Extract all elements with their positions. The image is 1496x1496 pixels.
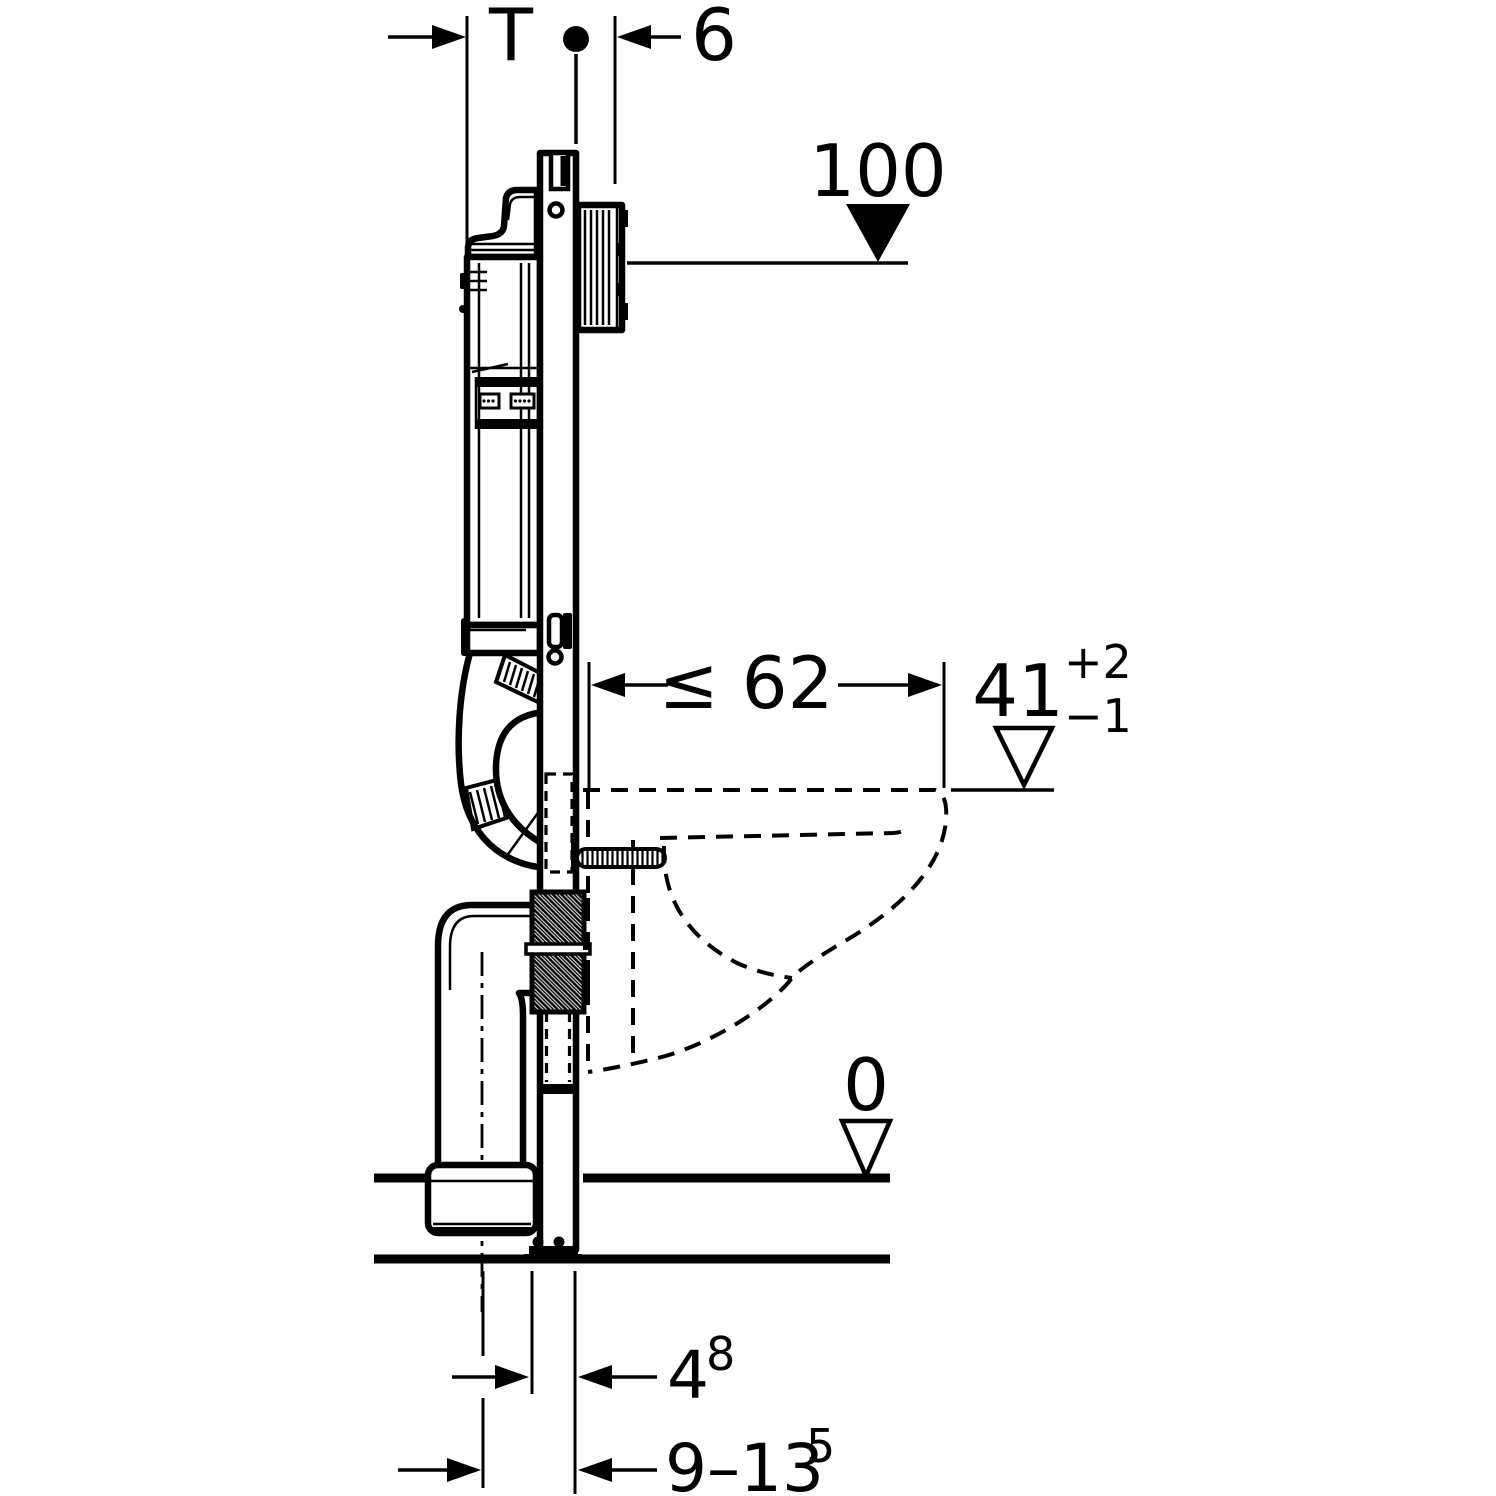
mounting-bracket bbox=[474, 377, 540, 429]
bowl-inner-rim bbox=[659, 825, 911, 840]
rail-mid-slot-bar bbox=[563, 613, 572, 649]
rail-joint-band bbox=[538, 1084, 578, 1094]
foot-plate bbox=[529, 1246, 578, 1256]
wc-bowl-dashed-outline bbox=[583, 788, 949, 1074]
connector-tab bbox=[583, 898, 590, 914]
foot-base bbox=[524, 1254, 582, 1259]
socket-bottom-band bbox=[431, 1227, 533, 1233]
elbow-outer-edge bbox=[434, 901, 532, 1165]
label-max-depth: ≤ 62 bbox=[659, 641, 834, 725]
flush-plate-protection-box bbox=[574, 201, 628, 334]
bracket-hole bbox=[491, 399, 495, 403]
dim-arrow-left-icon bbox=[591, 673, 625, 697]
bracket-hole bbox=[522, 399, 527, 403]
bracket-slot-right bbox=[509, 392, 536, 410]
label-floor-zero: 0 bbox=[843, 1043, 889, 1127]
bracket-hole bbox=[486, 399, 491, 403]
flush-bend-pipe bbox=[455, 652, 547, 872]
threaded-rod bbox=[571, 843, 667, 873]
filled-triangle-marker-icon bbox=[846, 204, 910, 262]
flush-bend-corrugation-lower bbox=[463, 777, 509, 832]
reference-dot bbox=[563, 26, 589, 52]
connector-clamp bbox=[524, 942, 592, 956]
label-pipe-range: 9–13 bbox=[665, 1430, 824, 1496]
foot-screw bbox=[553, 1236, 565, 1248]
rail-mid-hole bbox=[546, 648, 564, 666]
bracket-hole bbox=[513, 399, 518, 403]
dimension-pipe-range: 9–13 5 bbox=[398, 1419, 835, 1496]
rail-mid-slot bbox=[546, 612, 565, 650]
open-triangle-marker-icon bbox=[992, 725, 1056, 791]
bracket-band-top bbox=[475, 377, 540, 387]
dimension-pipe-offset: 4 8 bbox=[452, 1327, 735, 1414]
flush-bend-inner bbox=[492, 708, 547, 848]
tank-clip-dot bbox=[459, 305, 467, 313]
cistern-left-edge-thick bbox=[461, 618, 468, 656]
box-tab bbox=[618, 283, 625, 296]
dimension-max-depth: ≤ 62 bbox=[587, 641, 946, 788]
dimension-panel-offset: 6 bbox=[613, 0, 737, 184]
box-tab bbox=[618, 243, 625, 256]
foot-screw bbox=[532, 1236, 544, 1248]
label-pipe-range-sup: 5 bbox=[806, 1419, 835, 1473]
label-tolerance-minus: −1 bbox=[1064, 689, 1132, 743]
dim-arrow-right-icon bbox=[432, 25, 466, 49]
floor-lines bbox=[374, 1173, 890, 1264]
label-pipe-offset-sup: 8 bbox=[706, 1327, 735, 1381]
dim-arrow-left-icon bbox=[617, 25, 651, 49]
dim-arrow-right-icon bbox=[447, 1458, 481, 1482]
label-outlet-height: 41 bbox=[972, 649, 1064, 733]
level-marker-outlet-height: 41 +2 −1 bbox=[951, 635, 1132, 792]
tank-clip-upper bbox=[460, 273, 467, 289]
bracket-hole bbox=[518, 399, 522, 403]
bracket-hole bbox=[527, 399, 531, 403]
dim-arrow-right-icon bbox=[495, 1365, 529, 1389]
tank-mid-seam-diagonal bbox=[471, 362, 509, 374]
rail-foot bbox=[524, 1236, 582, 1259]
elbow-seam bbox=[448, 914, 532, 990]
level-marker-100: 100 bbox=[627, 129, 947, 265]
dim-arrow-left-icon bbox=[578, 1458, 612, 1482]
label-panel-offset: 6 bbox=[691, 0, 737, 77]
rod-nut bbox=[571, 843, 578, 873]
dim-arrow-right-icon bbox=[908, 673, 942, 697]
level-marker-floor-zero: 0 bbox=[838, 1043, 894, 1182]
dimension-wall-thickness: T bbox=[388, 0, 589, 251]
connector-tab bbox=[583, 934, 590, 950]
label-tolerance-plus: +2 bbox=[1064, 635, 1132, 689]
box-tab bbox=[619, 303, 628, 320]
rail-top-notch-bar bbox=[560, 156, 568, 186]
bracket-hole bbox=[482, 399, 486, 403]
label-wall-thickness: T bbox=[488, 0, 534, 77]
elbow-inner-edge bbox=[515, 989, 532, 1165]
rail-top-hole bbox=[547, 201, 565, 219]
bottom-extension-lines bbox=[481, 1271, 577, 1494]
open-triangle-marker-icon bbox=[838, 1118, 894, 1182]
bowl-basin-curve bbox=[661, 845, 793, 980]
bracket-band-bottom bbox=[475, 419, 540, 429]
dim-arrow-left-icon bbox=[578, 1365, 612, 1389]
drain-elbow bbox=[424, 901, 540, 1312]
hidden-flush-bend-box bbox=[544, 772, 574, 874]
fill-valve-cap-bevel bbox=[506, 195, 537, 221]
bowl-rim-and-body bbox=[583, 788, 949, 1074]
flush-bend-seam bbox=[504, 809, 542, 858]
wc-outlet-connector bbox=[524, 889, 592, 1015]
rod-body bbox=[575, 847, 667, 869]
label-top-height: 100 bbox=[809, 129, 946, 213]
frame-rail bbox=[524, 149, 582, 1259]
connector-tab bbox=[583, 976, 590, 992]
label-pipe-offset: 4 bbox=[667, 1337, 709, 1414]
box-tab bbox=[619, 210, 628, 227]
concealed-cistern bbox=[459, 186, 544, 657]
